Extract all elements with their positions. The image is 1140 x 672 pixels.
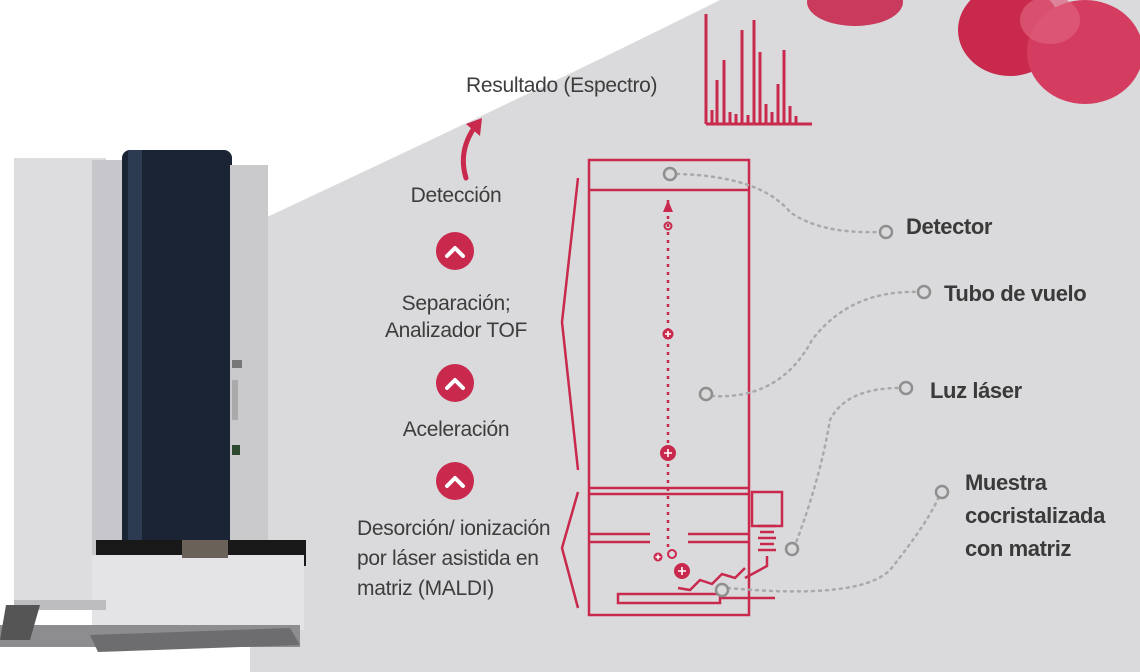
chevron-up-icon: [436, 232, 474, 270]
separation-line-1: Separación;: [401, 292, 511, 315]
detector-callout: Detector: [906, 214, 993, 239]
maldi-line-2: por láser asistida en: [357, 547, 539, 570]
flight-arrow-head: [663, 200, 673, 212]
separation-label: Separación; Analizador TOF: [340, 290, 572, 344]
background-panel: [250, 0, 1140, 672]
laser-callout: Luz láser: [930, 378, 1022, 403]
sample-line-1: Muestra: [965, 470, 1047, 495]
tof-schematic: [587, 158, 784, 617]
acceleration-label: Aceleración: [402, 418, 510, 441]
maldi-line-3: matriz (MALDI): [357, 577, 494, 600]
bacteria-decoration: [807, 0, 1140, 104]
chevron-up-icon: [436, 364, 474, 402]
curved-arrow-up-icon: [460, 118, 482, 181]
connector-lines: [675, 172, 942, 593]
mass-spectrometer-instrument: [0, 150, 306, 652]
maldi-line-1: Desorción/ ionización: [357, 517, 551, 540]
detection-label: Detección: [410, 184, 502, 207]
maldi-label: Desorción/ ionización por láser asistida…: [357, 514, 551, 604]
chevron-up-icon: [436, 462, 474, 500]
separation-line-2: Analizador TOF: [384, 319, 528, 342]
connector-endpoints: [662, 166, 950, 598]
flight-tube-callout: Tubo de vuelo: [944, 281, 1087, 306]
bracket-maldi: [560, 491, 580, 609]
sample-callout: Muestra cocristalizada con matriz: [965, 466, 1105, 565]
sample-line-2: cocristalizada: [965, 503, 1105, 528]
result-label: Resultado (Espectro): [466, 74, 658, 97]
ion-plus-signs: [655, 331, 686, 575]
bracket-tof: [560, 177, 580, 471]
sample-line-3: con matriz: [965, 536, 1072, 561]
mass-spectrum-chart: [704, 14, 812, 126]
